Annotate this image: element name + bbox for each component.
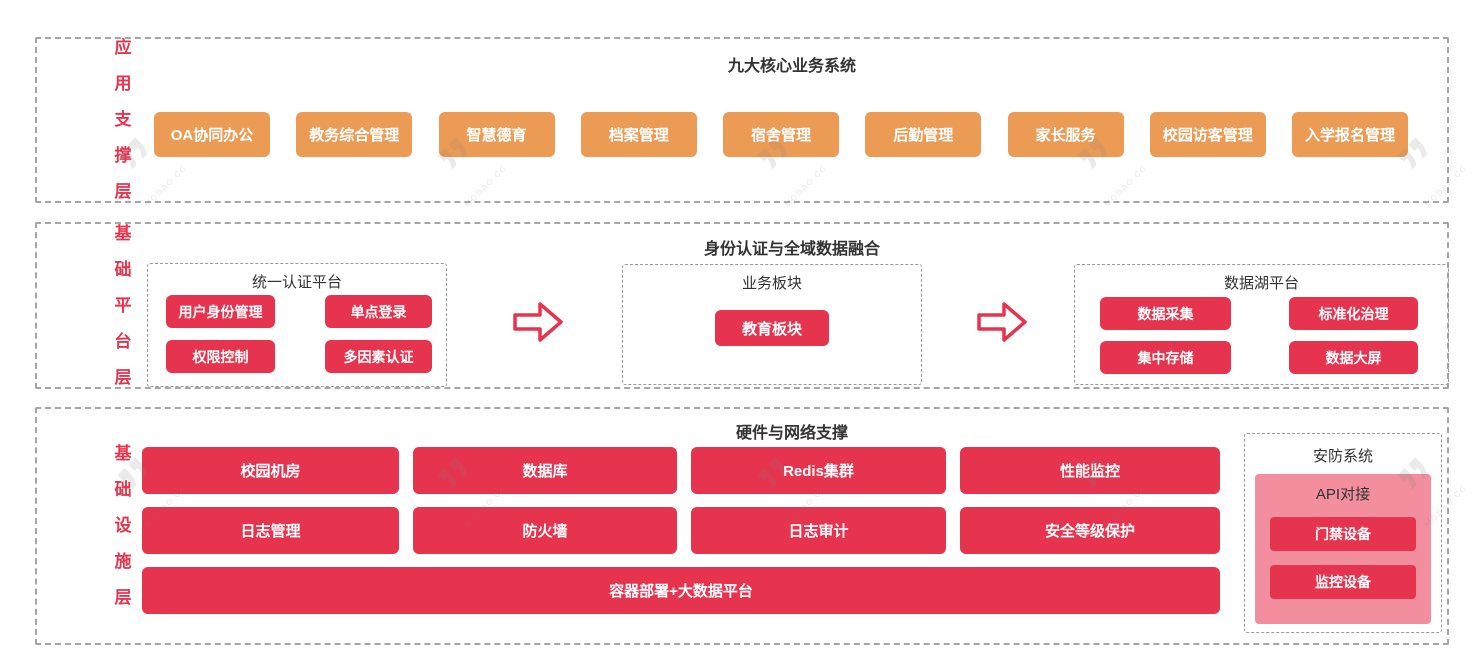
app-systems-row: OA协同办公 教务综合管理 智慧德育 档案管理 宿舍管理 后勤管理 家长服务 校… — [154, 112, 1408, 157]
node-standard-governance[interactable]: 标准化治理 — [1289, 297, 1418, 330]
layer-label-infrastructure: 基础设施层 — [114, 444, 132, 607]
node-surveillance-device[interactable]: 监控设备 — [1270, 565, 1416, 599]
node-parent-service[interactable]: 家长服务 — [1007, 112, 1124, 157]
node-oa-office[interactable]: OA协同办公 — [154, 112, 270, 157]
group-business-modules: 业务板块 教育板块 — [622, 264, 922, 385]
node-user-identity[interactable]: 用户身份管理 — [166, 295, 275, 328]
group-title-data-lake: 数据湖平台 — [1223, 275, 1299, 292]
node-log-audit[interactable]: 日志审计 — [691, 507, 946, 554]
node-education-module[interactable]: 教育板块 — [715, 310, 829, 346]
layer-label-platform-foundation: 基础平台层 — [114, 223, 132, 387]
layer-label-application-support: 应用支撑层 — [114, 38, 132, 201]
flow-arrow-icon — [977, 302, 1027, 342]
node-dorm-mgmt[interactable]: 宿舍管理 — [723, 112, 839, 157]
node-moral-education[interactable]: 智慧德育 — [438, 112, 555, 157]
node-sso[interactable]: 单点登录 — [325, 295, 432, 328]
layer-title-identity-data-fusion: 身份认证与全域数据融合 — [703, 241, 880, 258]
layer-platform-foundation: 基础平台层 身份认证与全域数据融合 统一认证平台 用户身份管理 单点登录 权限控… — [35, 222, 1449, 389]
group-data-lake-platform: 数据湖平台 数据采集 标准化治理 集中存储 数据大屏 — [1074, 264, 1449, 385]
node-central-storage[interactable]: 集中存储 — [1100, 341, 1231, 374]
node-container-bigdata-platform[interactable]: 容器部署+大数据平台 — [142, 567, 1220, 614]
lake-items-grid: 数据采集 标准化治理 集中存储 数据大屏 — [1100, 297, 1418, 374]
node-access-control-device[interactable]: 门禁设备 — [1270, 517, 1416, 551]
node-visitor-mgmt[interactable]: 校园访客管理 — [1149, 112, 1266, 157]
node-log-mgmt[interactable]: 日志管理 — [142, 507, 399, 554]
layer-title-hardware-network: 硬件与网络支撑 — [735, 425, 848, 442]
node-data-dashboard[interactable]: 数据大屏 — [1289, 341, 1418, 374]
node-academic-mgmt[interactable]: 教务综合管理 — [296, 112, 413, 157]
node-performance-monitor[interactable]: 性能监控 — [960, 447, 1220, 494]
node-campus-server-room[interactable]: 校园机房 — [142, 447, 399, 494]
group-title-security-system: 安防系统 — [1312, 448, 1373, 465]
api-integration-panel: API对接 门禁设备 监控设备 — [1255, 474, 1431, 624]
infrastructure-grid: 校园机房 数据库 Redis集群 性能监控 日志管理 防火墙 日志审计 安全等级… — [142, 447, 1220, 614]
node-permission-control[interactable]: 权限控制 — [166, 340, 275, 373]
node-data-collection[interactable]: 数据采集 — [1100, 297, 1231, 330]
node-logistics-mgmt[interactable]: 后勤管理 — [865, 112, 982, 157]
node-firewall[interactable]: 防火墙 — [413, 507, 677, 554]
node-enrollment-mgmt[interactable]: 入学报名管理 — [1292, 112, 1408, 157]
group-unified-auth-platform: 统一认证平台 用户身份管理 单点登录 权限控制 多因素认证 — [147, 263, 447, 387]
group-security-system: 安防系统 API对接 门禁设备 监控设备 — [1244, 433, 1442, 633]
node-redis-cluster[interactable]: Redis集群 — [691, 447, 946, 494]
group-title-business-modules: 业务板块 — [741, 275, 802, 292]
layer-infrastructure: 基础设施层 硬件与网络支撑 校园机房 数据库 Redis集群 性能监控 日志管理… — [35, 407, 1449, 645]
node-archives-mgmt[interactable]: 档案管理 — [580, 112, 697, 157]
node-database[interactable]: 数据库 — [413, 447, 677, 494]
node-mfa[interactable]: 多因素认证 — [325, 340, 432, 373]
auth-items-grid: 用户身份管理 单点登录 权限控制 多因素认证 — [166, 295, 432, 373]
group-title-unified-auth: 统一认证平台 — [251, 274, 342, 291]
flow-arrow-icon — [513, 302, 563, 342]
node-security-level-protection[interactable]: 安全等级保护 — [960, 507, 1220, 554]
api-integration-label: API对接 — [1315, 486, 1371, 503]
layer-title-core-systems: 九大核心业务系统 — [727, 58, 856, 75]
layer-application-support: 应用支撑层 九大核心业务系统 OA协同办公 教务综合管理 智慧德育 档案管理 宿… — [35, 37, 1449, 203]
